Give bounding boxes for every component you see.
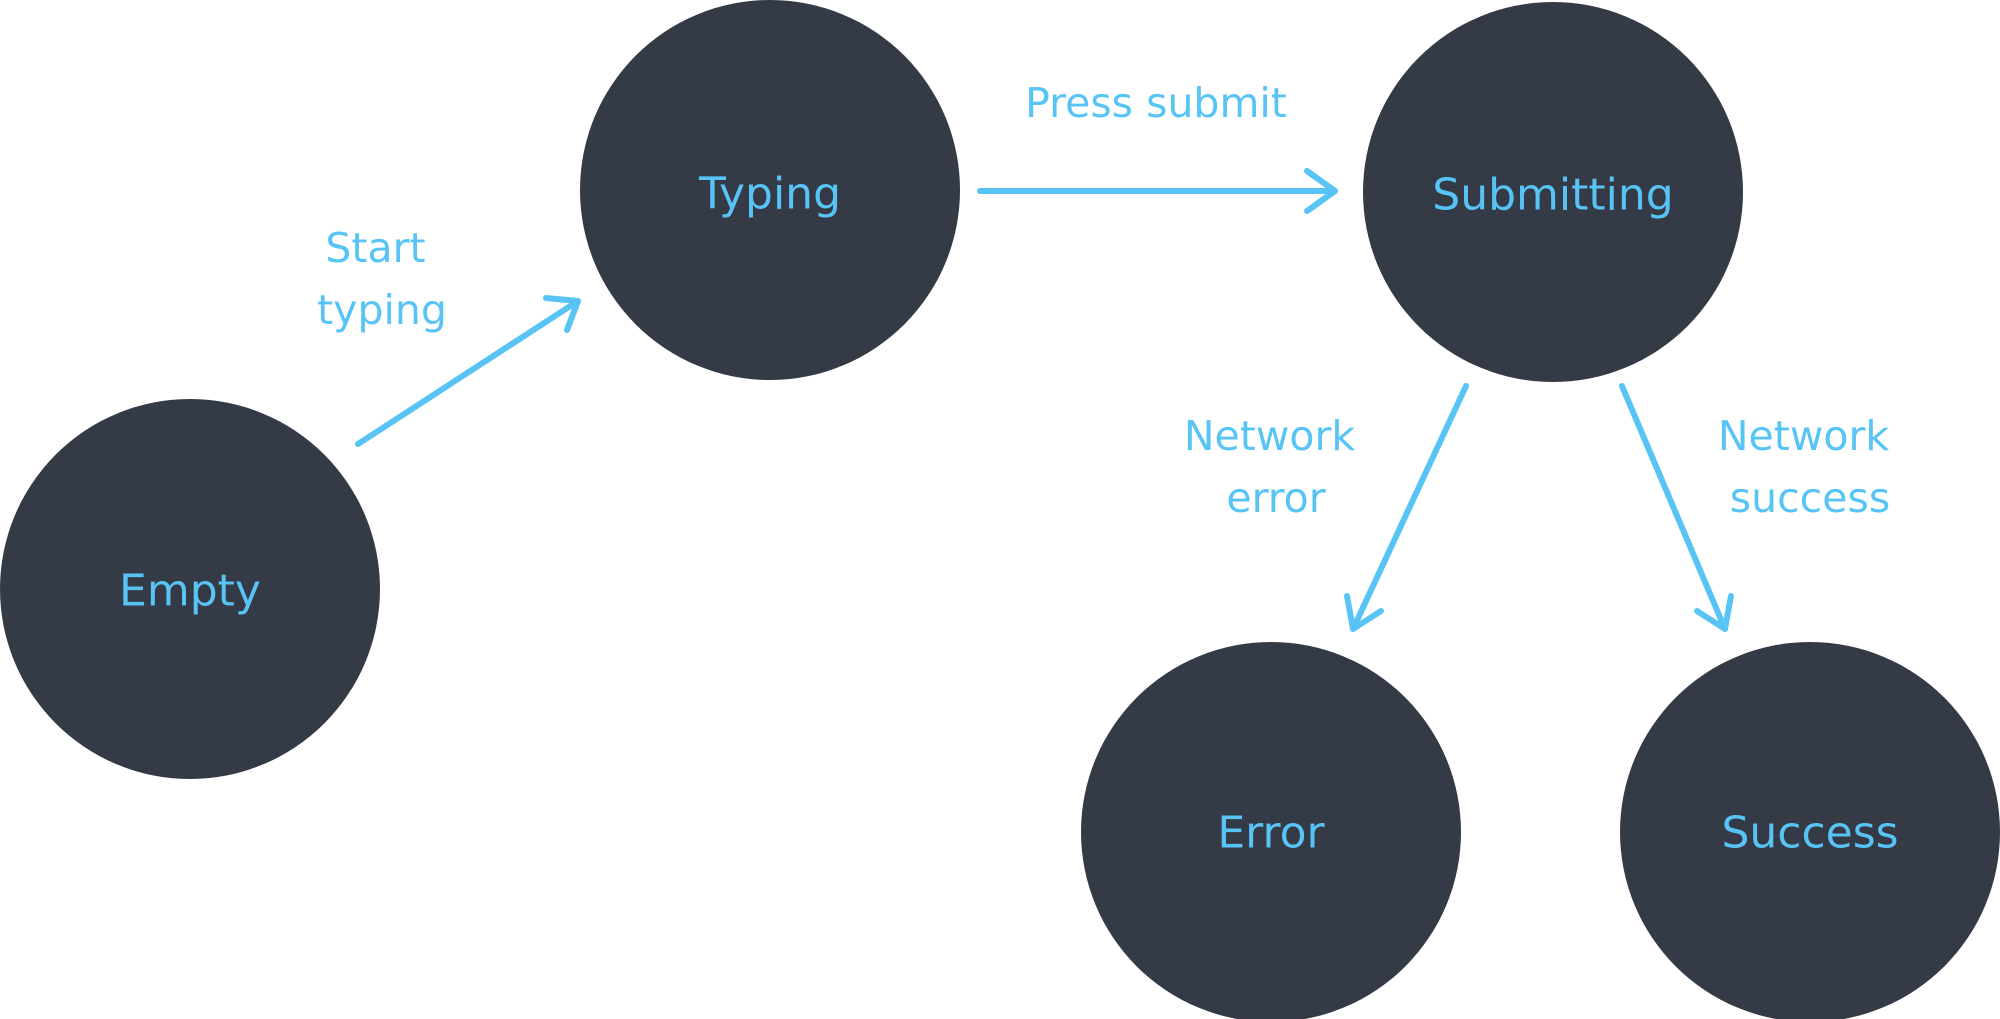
node-submitting: Submitting [1363, 2, 1743, 382]
node-typing-label: Typing [698, 169, 841, 220]
edge-network-error-label-line-1: Network [1184, 412, 1355, 460]
node-submitting-circle [1363, 2, 1743, 382]
edge-press-submit-label-line-1: Press submit [1025, 79, 1287, 127]
edge-start-typing: Start typing [317, 224, 581, 447]
node-error-circle [1081, 642, 1461, 1019]
node-typing: Typing [580, 0, 960, 380]
node-submitting-label: Submitting [1432, 170, 1673, 221]
edge-start-typing-label: Start typing [317, 224, 447, 334]
edge-network-success-arrowhead [1694, 593, 1734, 632]
node-empty: Empty [0, 399, 380, 779]
edge-network-error-label-line-2: error [1226, 474, 1325, 522]
edge-start-typing-arrowhead [543, 295, 581, 333]
edge-network-success-label: Network success [1718, 412, 1902, 522]
edge-network-success-line [1619, 383, 1728, 632]
node-success: Success [1620, 642, 2000, 1019]
node-empty-circle [0, 399, 380, 779]
edge-network-success: Network success [1619, 383, 1902, 632]
node-success-label: Success [1721, 808, 1898, 859]
node-typing-circle [580, 0, 960, 380]
edge-network-error-line [1350, 383, 1469, 632]
edge-start-typing-label-line-1: Start [325, 224, 425, 272]
edge-start-typing-line [355, 298, 581, 447]
node-error-label: Error [1217, 808, 1325, 859]
node-empty-label: Empty [119, 566, 261, 617]
node-success-circle [1620, 642, 2000, 1019]
edge-network-error-label: Network error [1184, 412, 1368, 522]
edge-press-submit: Press submit [977, 79, 1338, 214]
edge-press-submit-label: Press submit [1025, 79, 1287, 127]
edge-press-submit-arrowhead [1304, 168, 1338, 214]
edge-network-error: Network error [1184, 383, 1469, 632]
edge-network-success-label-line-2: success [1730, 474, 1890, 522]
edge-start-typing-label-line-2: typing [317, 286, 447, 334]
node-error: Error [1081, 642, 1461, 1019]
edge-network-success-label-line-1: Network [1718, 412, 1889, 460]
edge-network-error-arrowhead [1344, 593, 1384, 632]
